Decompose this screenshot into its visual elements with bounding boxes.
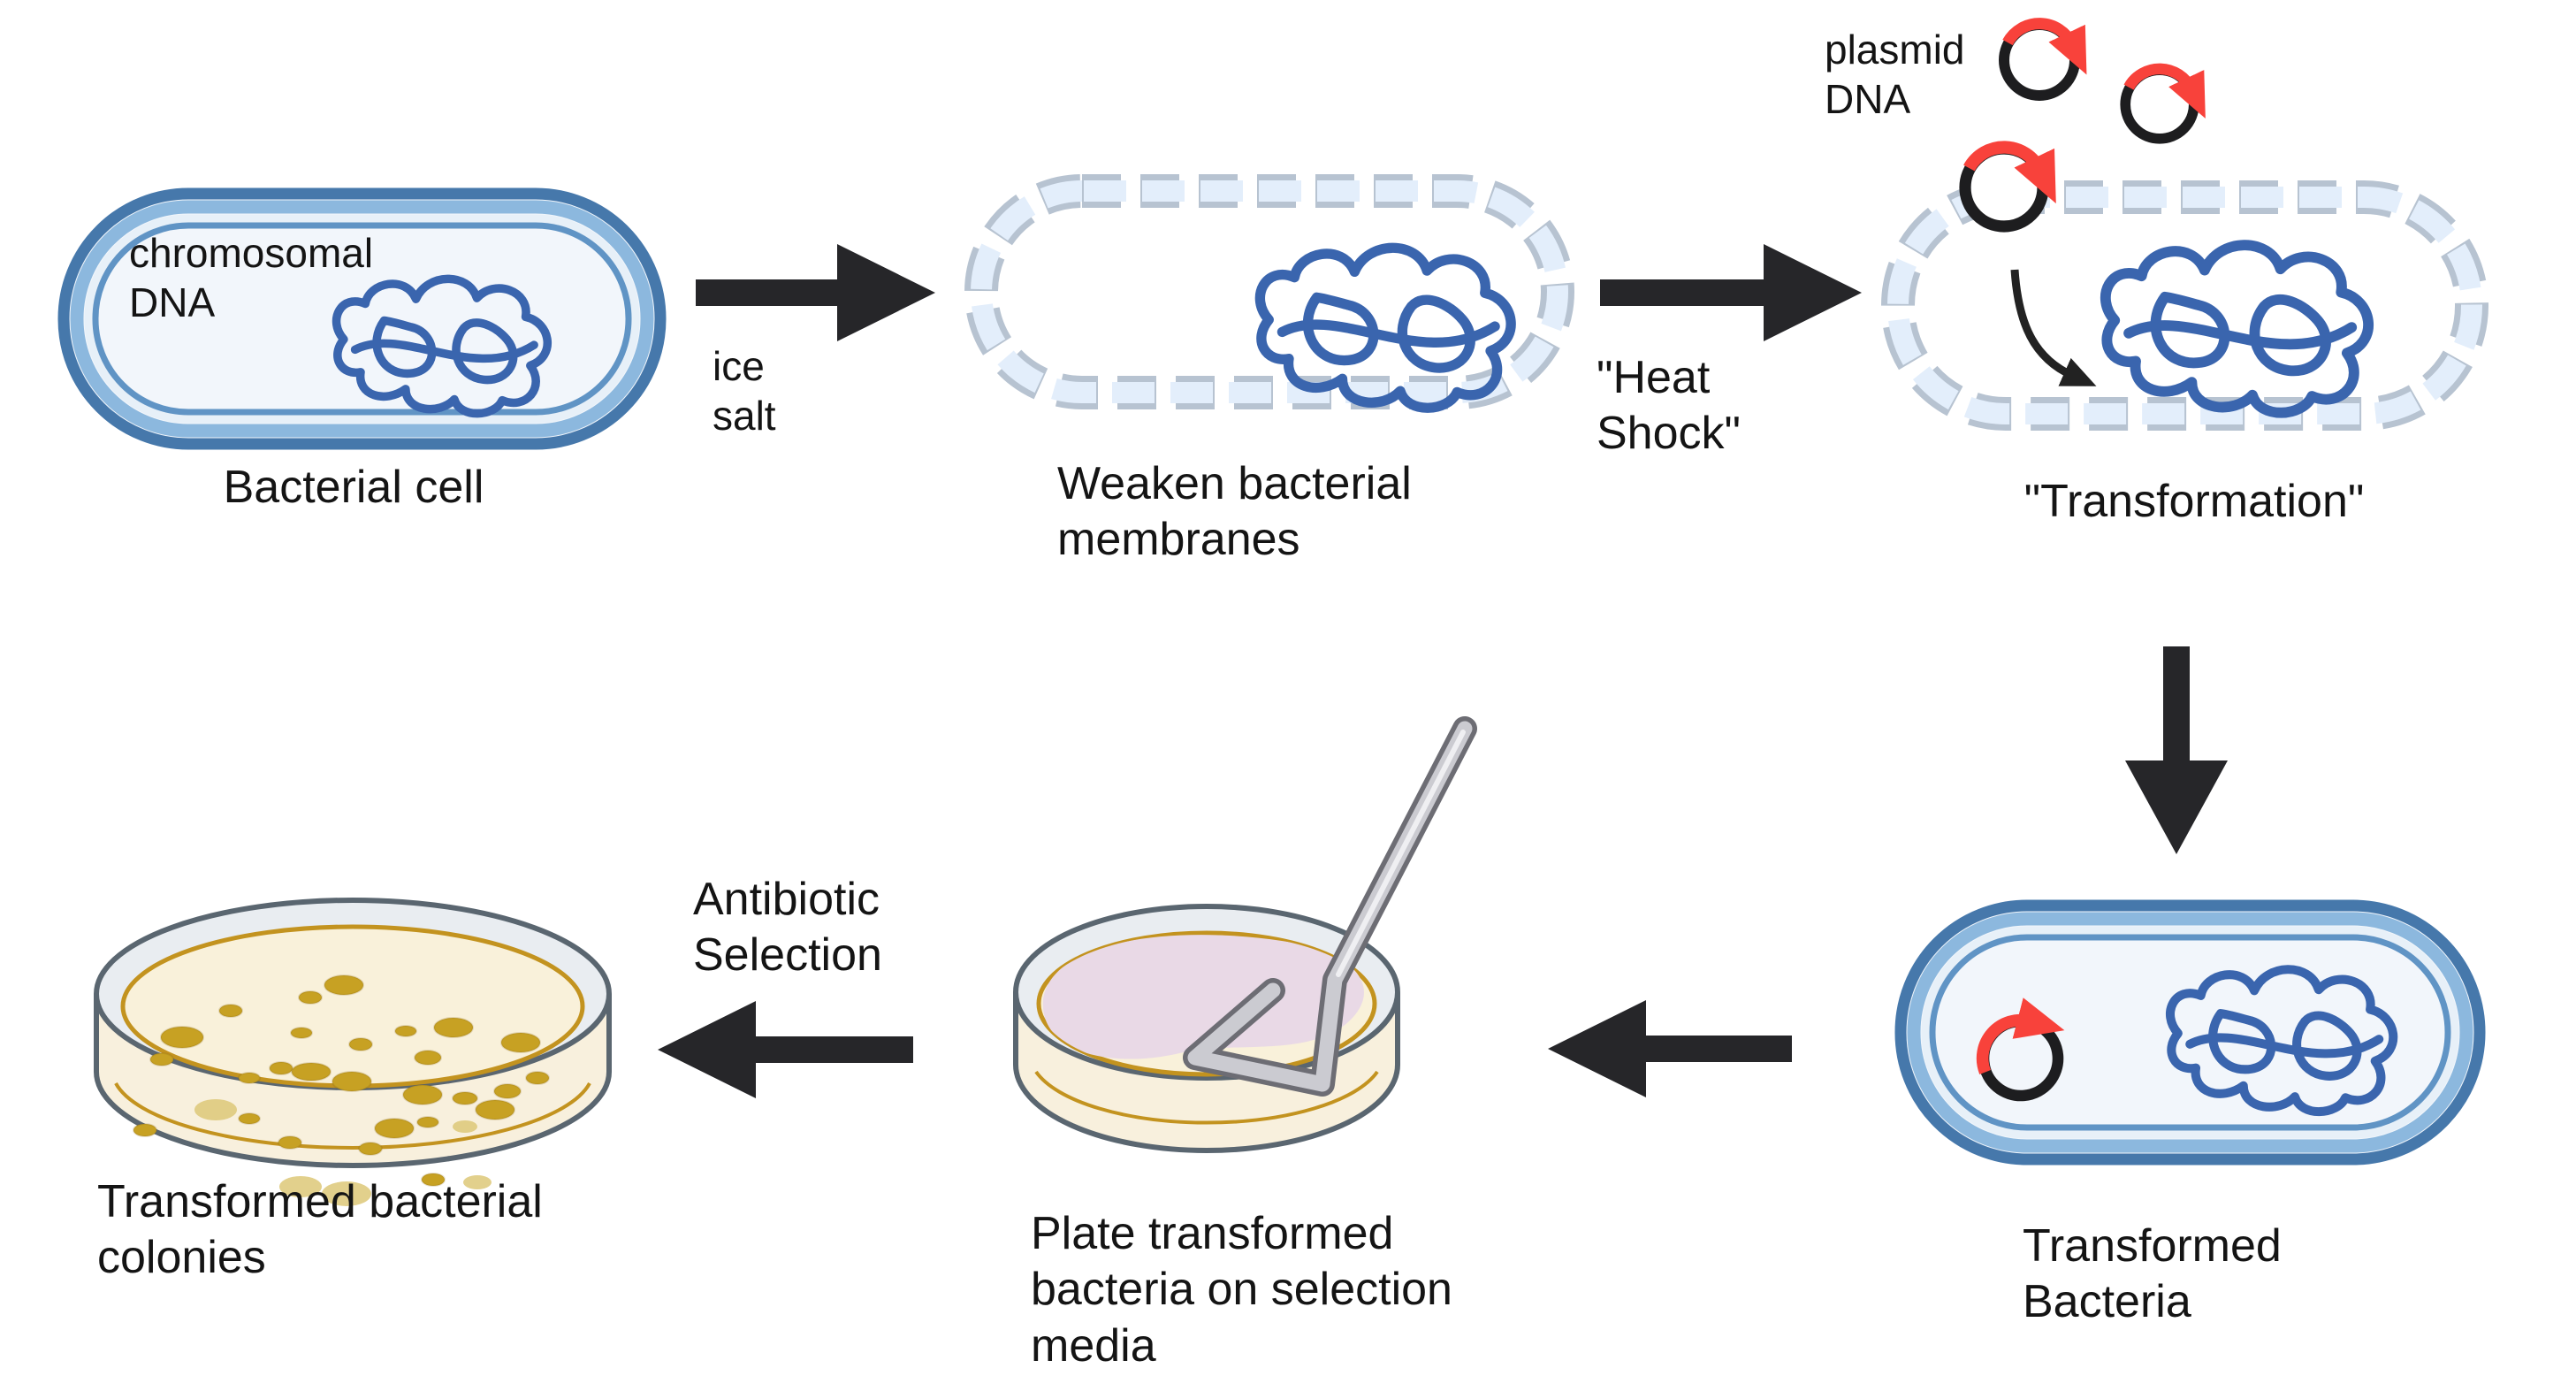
transformation-cell-icon — [1881, 180, 2488, 431]
cell-spreader-icon — [1183, 716, 1477, 1097]
plating-dish-icon — [1013, 716, 1477, 1153]
heat-shock-label: "Heat Shock" — [1597, 352, 1741, 460]
colony-dots — [133, 974, 550, 1206]
colonies-dish-icon — [94, 898, 612, 1206]
arrow-right-heat-shock-icon — [1600, 244, 1862, 341]
transformed-bacteria-label: Transformed Bacteria — [2023, 1220, 2282, 1328]
plasmid-icon — [2125, 69, 2194, 139]
plasmid-group — [1960, 24, 2194, 1112]
chromosomal-dna-label: chromosomal DNA — [129, 230, 374, 326]
ice-salt-label: ice salt — [713, 343, 776, 439]
transformation-label: "Transformation" — [2023, 476, 2365, 527]
weakened-cell-icon — [964, 174, 1574, 409]
transformed-cell-icon — [1894, 899, 2486, 1166]
arrow-right-ice-salt-icon — [696, 244, 935, 341]
plasmid-entry-arrow-icon — [2010, 269, 2097, 386]
flow-arrows — [658, 244, 2228, 1098]
bacterial-cell-icon — [57, 187, 667, 450]
arrow-down-icon — [2125, 646, 2228, 854]
plate-bacteria-label: Plate transformed bacteria on selection … — [1031, 1208, 1452, 1372]
chromosomal-dna-icon — [2106, 245, 2368, 413]
plasmid-dna-label: plasmid DNA — [1825, 27, 1965, 123]
pink-media-spread — [1042, 935, 1364, 1059]
transformed-colonies-label: Transformed bacterial colonies — [97, 1176, 543, 1284]
antibiotic-selection-label: Antibiotic Selection — [693, 874, 882, 982]
plasmid-backing — [1960, 143, 2048, 232]
arrow-left-antibiotic-icon — [658, 1001, 913, 1098]
weaken-membranes-label: Weaken bacterial membranes — [1057, 458, 1412, 566]
plasmid-icon — [2004, 24, 2075, 96]
bacterial-cell-label: Bacterial cell — [223, 462, 484, 513]
arrow-left-to-plate-icon — [1548, 1000, 1792, 1097]
